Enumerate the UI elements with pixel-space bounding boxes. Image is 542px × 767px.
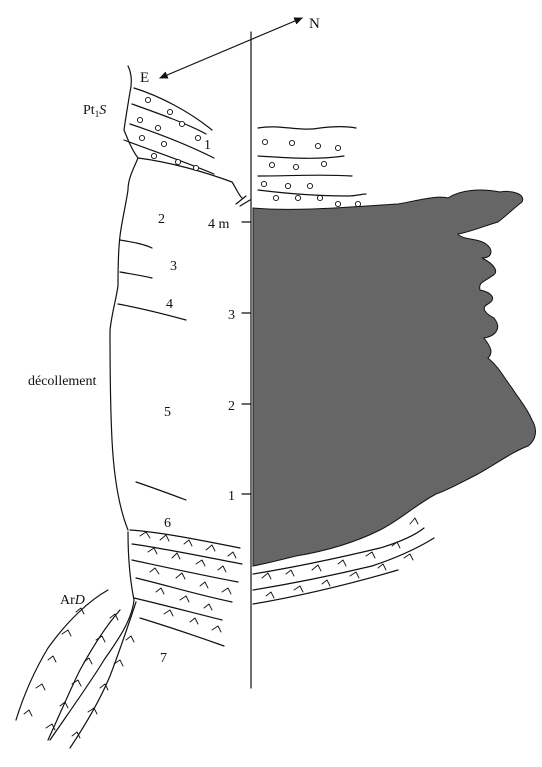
scale-label-1: 1 xyxy=(228,489,235,504)
scale-label-3: 3 xyxy=(228,308,235,323)
scale-label-4m: 4 m xyxy=(208,217,230,232)
layer-number-1: 1 xyxy=(204,138,211,153)
left-outcrop xyxy=(110,66,250,530)
formation-ard-label: ArD xyxy=(60,593,85,608)
scale-label-2: 2 xyxy=(228,399,235,414)
layer-number-3: 3 xyxy=(170,259,177,274)
layer-number-5: 5 xyxy=(164,405,171,420)
east-label: E xyxy=(140,70,149,86)
north-label: N xyxy=(309,16,320,32)
layer-number-2: 2 xyxy=(158,212,165,227)
decollement-fill xyxy=(253,190,535,566)
basement-gneiss xyxy=(16,518,434,748)
orientation-arrow: E N xyxy=(140,16,320,86)
layer-number-7: 7 xyxy=(160,651,167,666)
layer-numbers: 1 2 3 4 5 6 7 xyxy=(158,138,211,666)
layer-number-6: 6 xyxy=(164,516,171,531)
formation-pt1s-label: Pt1S xyxy=(83,103,106,119)
scale-axis: 4 m 3 2 1 xyxy=(208,32,251,688)
layer-number-4: 4 xyxy=(166,297,173,312)
conglomerate-pebbles xyxy=(137,97,360,206)
decollement-label: décollement xyxy=(28,374,97,389)
